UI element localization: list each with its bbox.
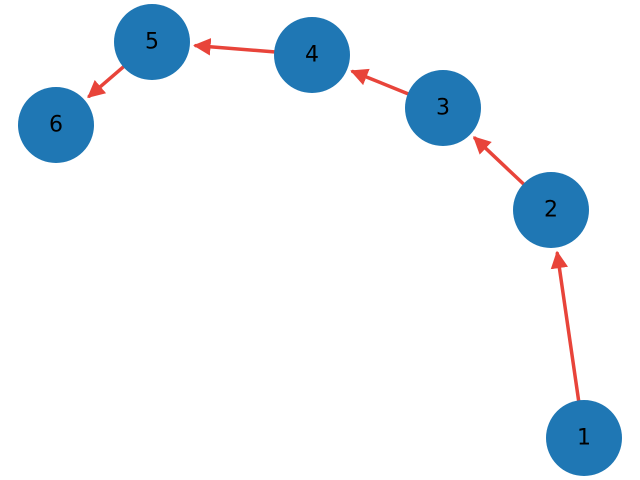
node-5[interactable]: 5 bbox=[114, 4, 190, 80]
node-1-circle bbox=[546, 400, 622, 476]
node-3-circle bbox=[405, 70, 481, 146]
node-3[interactable]: 3 bbox=[405, 70, 481, 146]
node-2-label: 2 bbox=[544, 198, 558, 223]
edge-2-3 bbox=[472, 136, 526, 186]
node-4-label: 4 bbox=[305, 43, 319, 68]
edge-3-4 bbox=[350, 68, 410, 96]
node-6[interactable]: 6 bbox=[18, 87, 94, 163]
edge-4-5 bbox=[193, 38, 276, 56]
node-4-circle bbox=[274, 17, 350, 93]
node-4[interactable]: 4 bbox=[274, 17, 350, 93]
edge-5-6 bbox=[87, 65, 126, 99]
edge-1-2 bbox=[550, 250, 581, 403]
node-1[interactable]: 1 bbox=[546, 400, 622, 476]
node-3-label: 3 bbox=[436, 96, 450, 121]
node-5-circle bbox=[114, 4, 190, 80]
node-1-label: 1 bbox=[577, 426, 591, 451]
nodes: 1 2 3 4 5 6 bbox=[18, 4, 622, 476]
node-6-circle bbox=[18, 87, 94, 163]
node-2-circle bbox=[513, 172, 589, 248]
edges bbox=[87, 38, 581, 403]
node-2[interactable]: 2 bbox=[513, 172, 589, 248]
node-5-label: 5 bbox=[145, 30, 159, 55]
node-6-label: 6 bbox=[49, 113, 63, 138]
